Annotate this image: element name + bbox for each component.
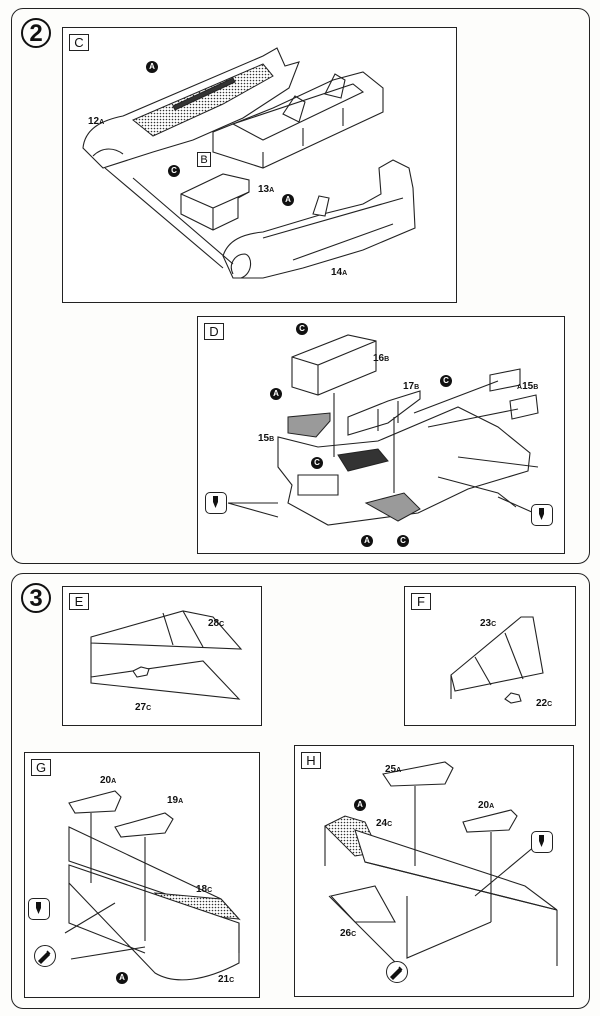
marker-c: C: [311, 457, 323, 469]
drill-icon: [205, 492, 227, 514]
part-label-27c: 27C: [135, 702, 152, 713]
marker-a: A: [361, 535, 373, 547]
marker-c: C: [168, 165, 180, 177]
marker-a: A: [116, 972, 128, 984]
marker-c: C: [397, 535, 409, 547]
part-label-23c: 23C: [480, 618, 497, 629]
part-label-22c: 22C: [536, 698, 553, 709]
marker-a: A: [270, 388, 282, 400]
panel-h-drawing: [324, 761, 558, 973]
part-label-18c: 18C: [196, 884, 213, 895]
panel-c-drawing: [82, 47, 416, 279]
part-label-15b-left: 15B: [258, 433, 275, 444]
panel-d: D: [197, 316, 565, 554]
part-label-26c: 26C: [340, 928, 357, 939]
part-label-20a-h: 20A: [478, 800, 495, 811]
part-label-13a: 13A: [258, 184, 275, 195]
panel-label: G: [31, 759, 51, 776]
drill-icon: [531, 831, 553, 853]
panel-label: C: [69, 34, 89, 51]
part-label-28c: 28C: [208, 618, 225, 629]
subassembly-label-b: B: [197, 152, 211, 167]
part-label-17b: 17B: [403, 381, 420, 392]
marker-a: A: [146, 61, 158, 73]
marker-c: C: [440, 375, 452, 387]
panel-label: D: [204, 323, 224, 340]
panel-d-drawing: [227, 334, 539, 526]
panel-label: E: [69, 593, 89, 610]
part-label-25a: 25A: [385, 764, 402, 775]
marker-a: A: [282, 194, 294, 206]
part-label-24c: 24C: [376, 818, 393, 829]
step-number: 3: [21, 583, 51, 613]
panel-g: G: [24, 752, 260, 998]
step-3-frame: 3: [11, 573, 590, 1009]
glue-icon: [386, 961, 408, 983]
panel-e-drawing: [90, 610, 243, 700]
panel-f-drawing: [450, 616, 544, 704]
panel-g-drawing: [64, 790, 241, 981]
drill-icon: [28, 898, 50, 920]
panel-label: H: [301, 752, 321, 769]
panel-h: H: [294, 745, 574, 997]
glue-icon: [34, 945, 56, 967]
panel-e: E: [62, 586, 262, 726]
panel-c: C B: [62, 27, 457, 303]
part-label-14a: 14A: [331, 267, 348, 278]
marker-a: A: [354, 799, 366, 811]
part-label-12a: 12A: [88, 116, 105, 127]
step-2-frame: 2: [11, 8, 590, 564]
part-label-15b-right: A15B: [517, 381, 539, 392]
drill-icon: [531, 504, 553, 526]
step-number: 2: [21, 18, 51, 48]
part-label-19a: 19A: [167, 795, 184, 806]
panel-label: F: [411, 593, 431, 610]
part-label-21c: 21C: [218, 974, 235, 985]
panel-f: F: [404, 586, 576, 726]
part-label-16b: 16B: [373, 353, 390, 364]
marker-c: C: [296, 323, 308, 335]
part-label-20a-g: 20A: [100, 775, 117, 786]
